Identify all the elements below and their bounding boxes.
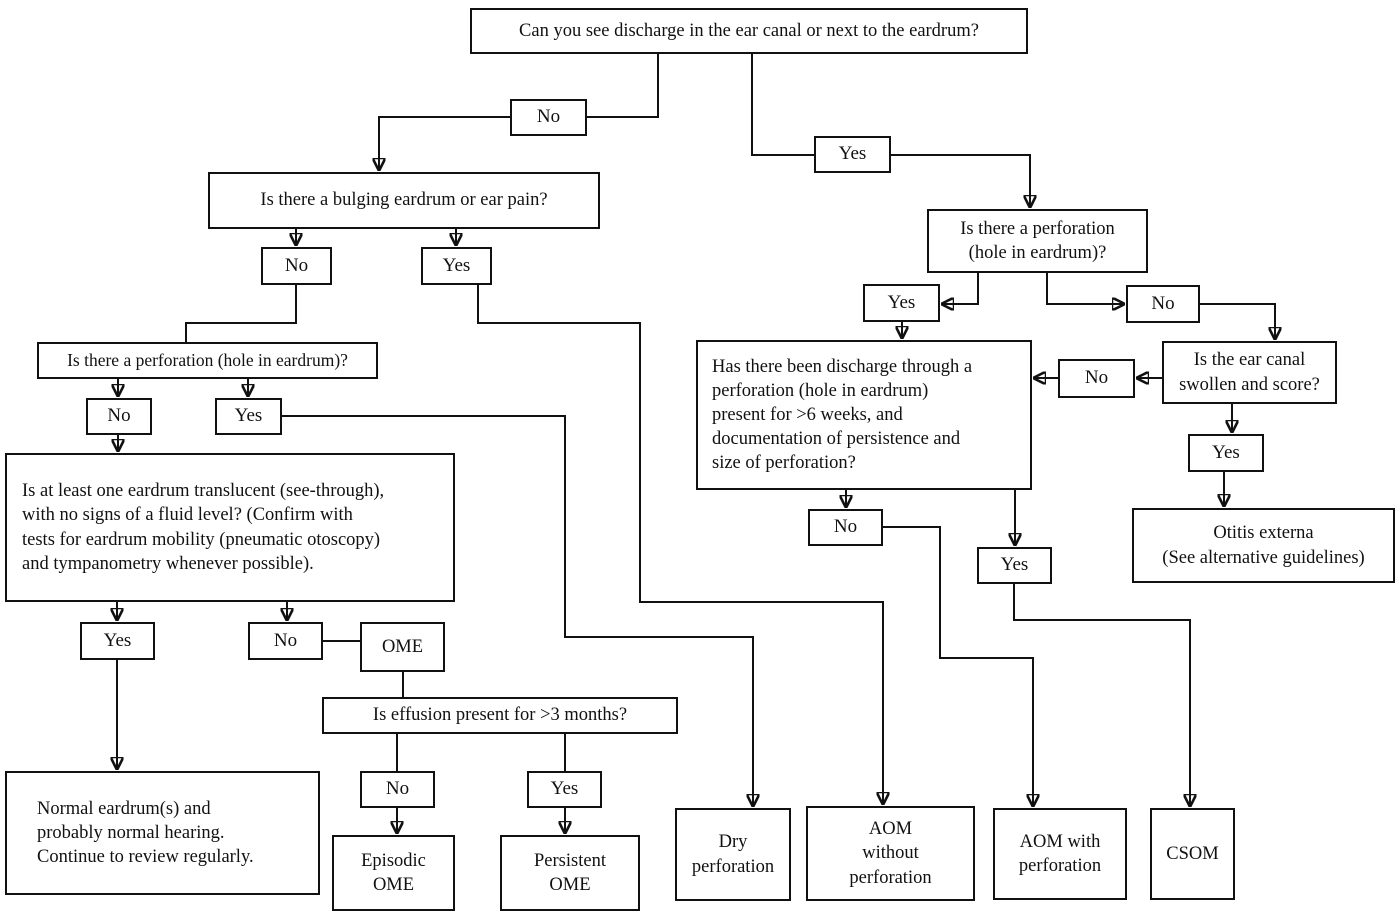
question-effusion-duration: Is effusion present for >3 months? [322,697,678,734]
edge-perfright-no [1046,273,1123,304]
label-yes-bulging: Yes [421,247,492,285]
outcome-normal-eardrum: Normal eardrum(s) and probably normal he… [5,771,320,895]
label-no-discharge: No [510,99,587,136]
question-discharge-visible: Can you see discharge in the ear canal o… [470,8,1028,54]
label-yes-discharge: Yes [814,136,891,173]
outcome-csom: CSOM [1150,808,1235,900]
label-no-translucent: No [248,622,323,660]
question-translucent-eardrum: Is at least one eardrum translucent (see… [5,453,455,602]
label-yes-perforation-left: Yes [215,398,282,435]
outcome-aom-with-perforation: AOM with perforation [993,808,1127,900]
label-yes-swollen-canal: Yes [1188,434,1264,472]
outcome-otitis-externa: Otitis externa (See alternative guidelin… [1132,508,1395,583]
outcome-dry-perforation: Dry perforation [675,808,791,901]
outcome-persistent-ome: Persistent OME [500,835,640,911]
node-ome: OME [360,622,445,672]
label-yes-documented: Yes [977,547,1052,584]
question-discharge-six-weeks: Has there been discharge through a perfo… [696,340,1032,490]
outcome-episodic-ome: Episodic OME [332,835,455,911]
question-perforation-right: Is there a perforation (hole in eardrum)… [927,209,1148,273]
label-no-effusion: No [360,771,435,808]
label-yes-effusion: Yes [527,771,602,808]
label-yes-perforation-right: Yes [863,284,940,322]
label-no-bulging: No [261,247,332,285]
edge-no-perfleft [185,285,297,343]
question-bulging-eardrum: Is there a bulging eardrum or ear pain? [208,172,600,229]
edge-yes-aom-without [477,285,883,803]
edge-no-swollen [1200,303,1275,338]
edge-no-aom-with [883,526,1033,805]
edge-perfright-yes [943,273,979,304]
label-yes-translucent: Yes [80,622,155,660]
edge-discharge-yes-perforation [751,54,1030,206]
question-ear-canal-swollen: Is the ear canal swollen and score? [1162,341,1337,404]
outcome-aom-without-perforation: AOM without perforation [806,806,975,901]
label-no-swollen-canal: No [1058,359,1135,398]
label-no-documented: No [808,509,883,546]
edge-yes-dry-perforation [282,415,753,805]
edge-yes-csom [1013,584,1190,805]
question-perforation-left: Is there a perforation (hole in eardrum)… [37,342,378,379]
label-no-perforation-left: No [86,398,152,435]
label-no-perforation-right: No [1126,285,1200,323]
